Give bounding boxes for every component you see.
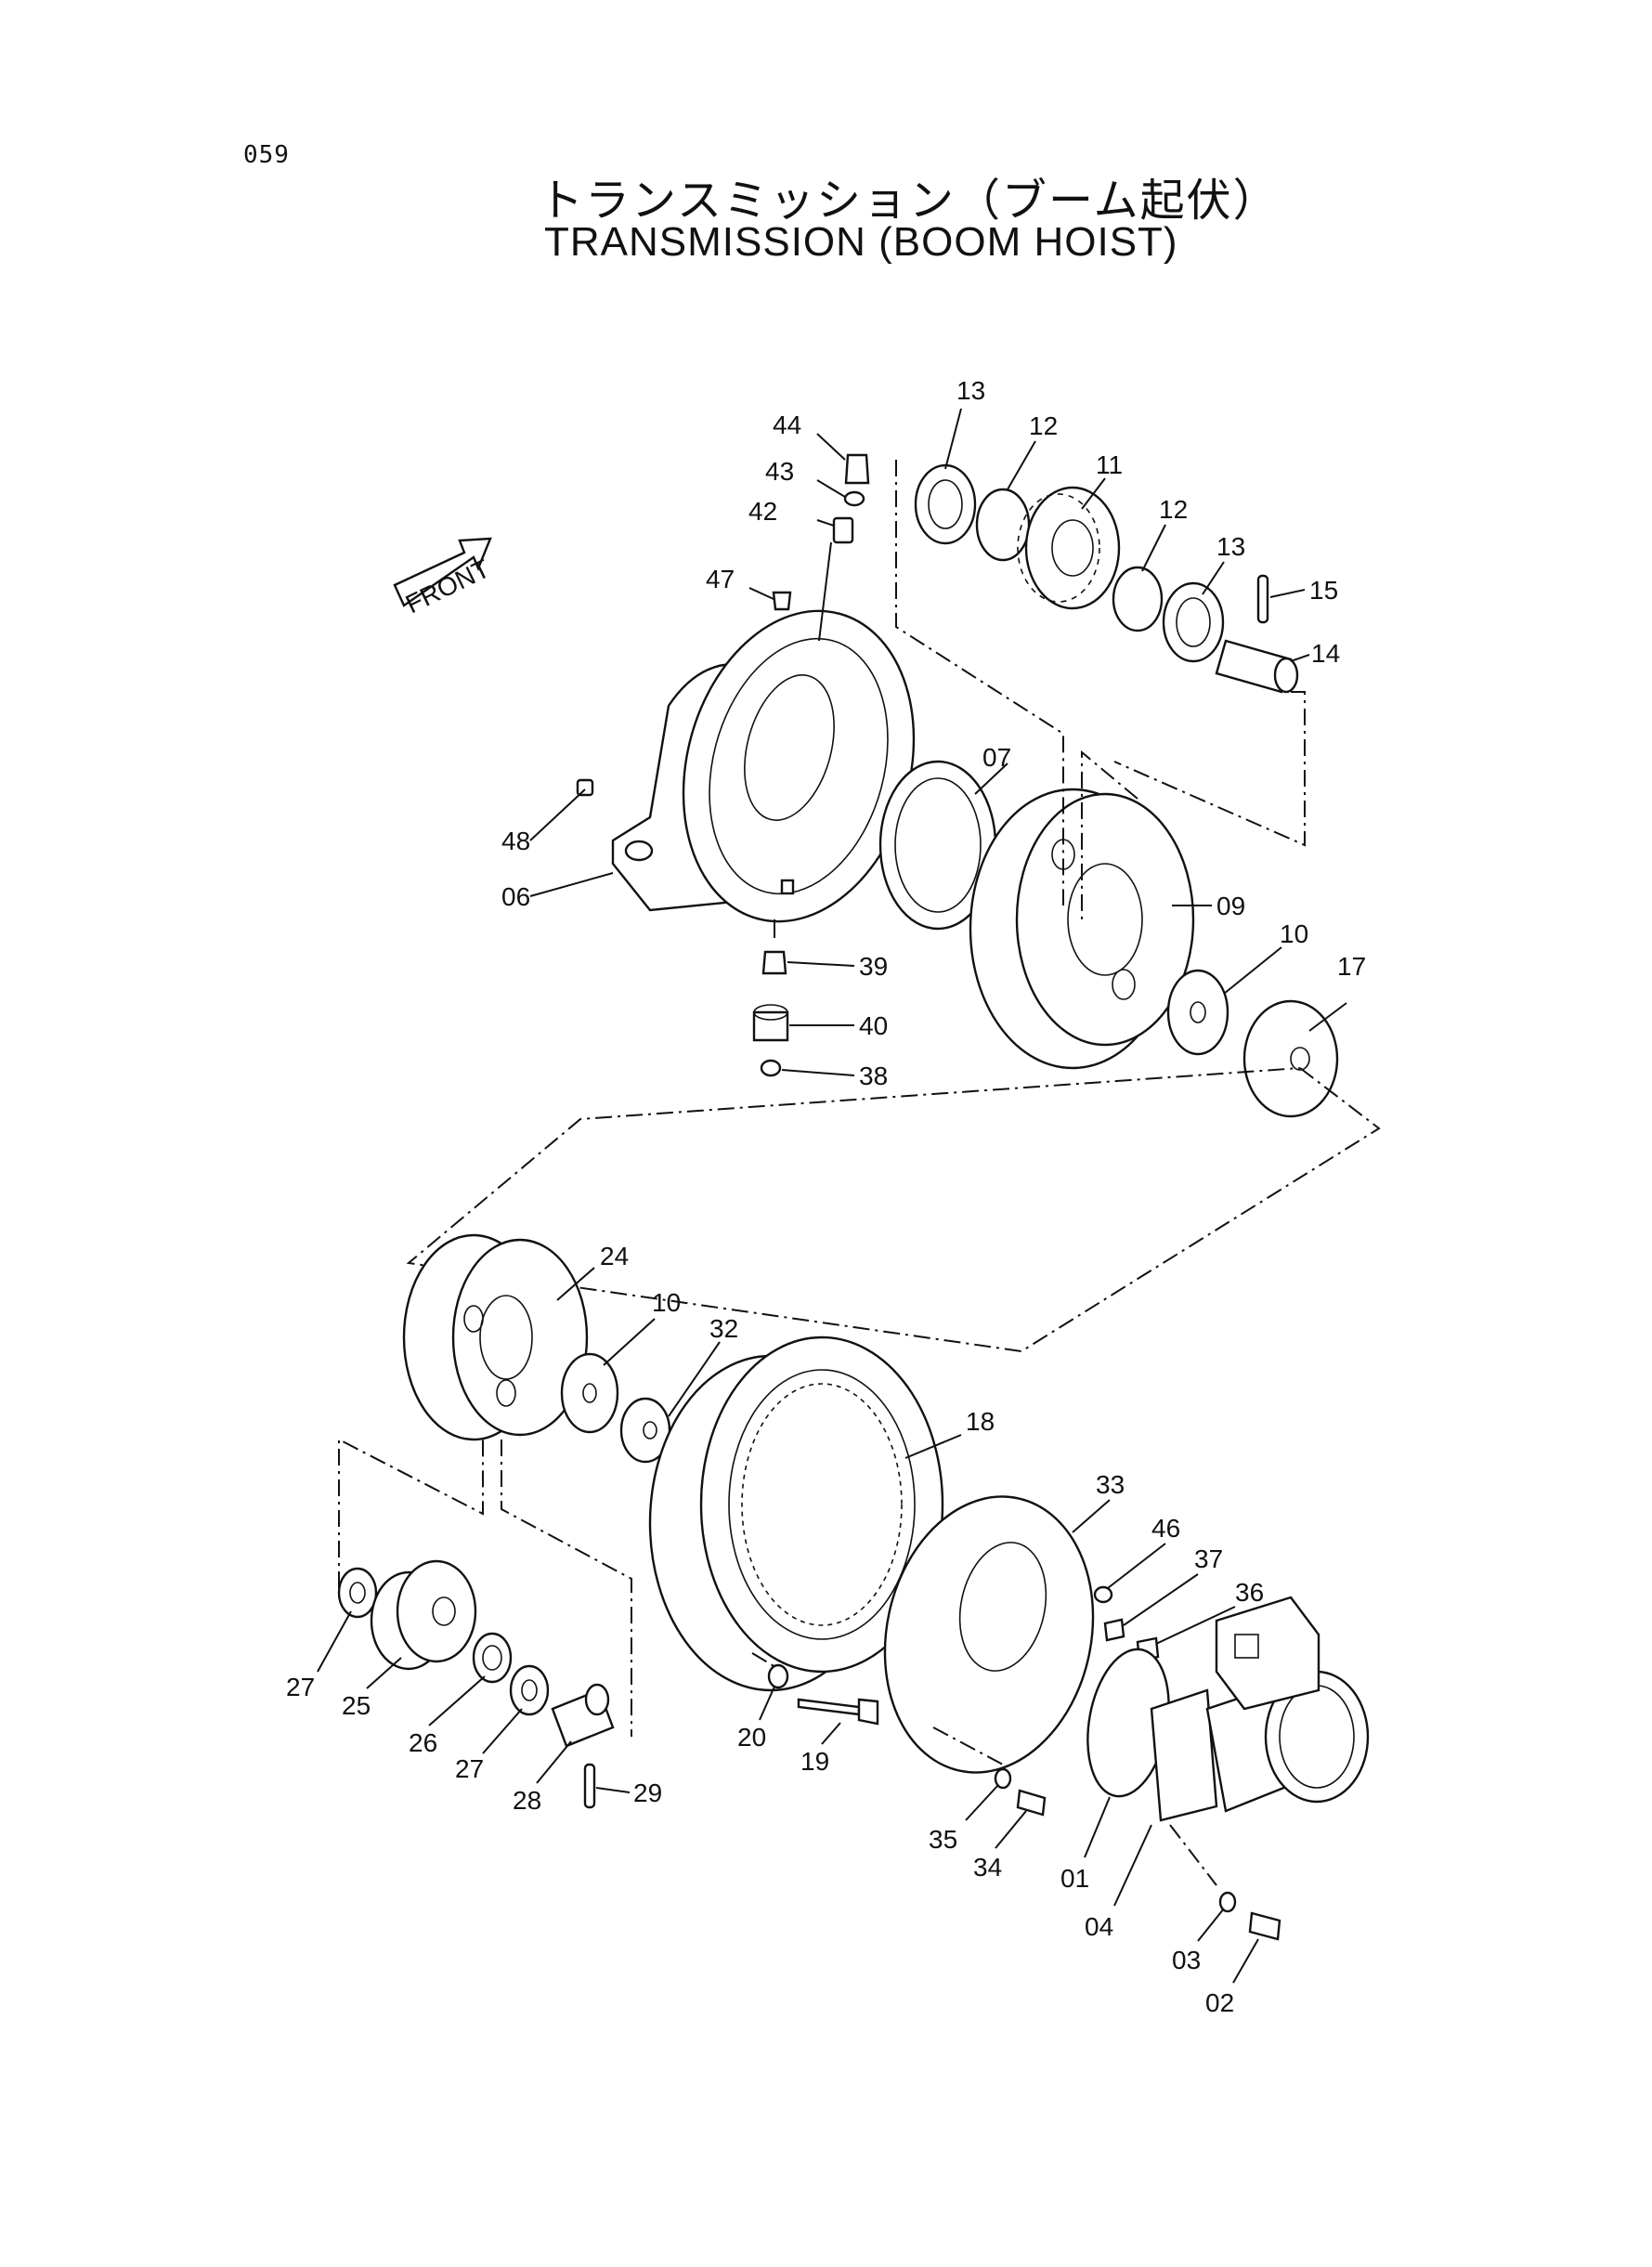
callout-38: 38 xyxy=(859,1062,888,1090)
callout-29: 29 xyxy=(633,1778,662,1807)
callout-02: 02 xyxy=(1205,1988,1234,2017)
callout-32: 32 xyxy=(709,1314,738,1343)
washer-27a xyxy=(337,1567,378,1619)
plug-47 xyxy=(772,591,792,611)
callout-11: 11 xyxy=(1096,450,1123,479)
callout-39: 39 xyxy=(859,952,888,981)
upper-leader-lines xyxy=(406,408,1381,1353)
lower-leader-lines xyxy=(317,1267,1259,1984)
sun-gear-17 xyxy=(1242,999,1339,1118)
carrier-09 xyxy=(969,788,1195,1070)
planet-gear-25 xyxy=(370,1559,477,1671)
callout-18: 18 xyxy=(966,1407,995,1436)
callout-44: 44 xyxy=(773,410,801,439)
seal-43 xyxy=(843,490,865,507)
gear-11 xyxy=(1017,486,1121,610)
callout-12a: 12 xyxy=(1029,411,1058,440)
plug-39 xyxy=(761,950,787,975)
housing-06 xyxy=(611,609,916,923)
callout-09: 09 xyxy=(1216,892,1245,920)
callout-03: 03 xyxy=(1172,1946,1201,1974)
washer-03 xyxy=(1218,1891,1237,1913)
plug-37 xyxy=(1103,1618,1125,1642)
pin-15 xyxy=(1256,574,1269,624)
callout-13b: 13 xyxy=(1216,532,1245,561)
callout-26: 26 xyxy=(409,1728,437,1757)
callout-34: 34 xyxy=(973,1853,1002,1882)
cover-33 xyxy=(883,1495,1095,1774)
callout-46: 46 xyxy=(1151,1514,1180,1543)
page-title-japanese: トランスミッション（ブーム起伏） xyxy=(539,175,1280,227)
ring-gear-18 xyxy=(648,1335,944,1692)
breather-44 xyxy=(844,453,870,485)
callout-06: 06 xyxy=(501,882,530,911)
callout-24: 24 xyxy=(600,1242,629,1270)
plug-38 xyxy=(760,1059,782,1077)
callout-19: 19 xyxy=(800,1747,829,1776)
carrier-24 xyxy=(402,1233,589,1441)
callout-12b: 12 xyxy=(1159,495,1188,524)
washer-20 xyxy=(767,1663,789,1689)
bolt-34 xyxy=(1016,1789,1047,1817)
callout-35: 35 xyxy=(929,1825,957,1854)
callout-36: 36 xyxy=(1235,1578,1264,1607)
callout-27a: 27 xyxy=(286,1673,315,1701)
pin-29 xyxy=(583,1763,596,1809)
bolt-19 xyxy=(797,1698,879,1726)
callout-40: 40 xyxy=(859,1011,888,1040)
washer-27b xyxy=(509,1664,550,1716)
callout-42: 42 xyxy=(748,497,777,526)
callout-07: 07 xyxy=(982,743,1011,772)
fitting-42 xyxy=(832,516,854,544)
callout-25: 25 xyxy=(342,1691,371,1720)
plug-46 xyxy=(1093,1585,1113,1604)
thrust-washer-10a xyxy=(1166,969,1229,1056)
callout-17: 17 xyxy=(1337,952,1366,981)
callout-15: 15 xyxy=(1309,576,1338,605)
callout-14: 14 xyxy=(1311,639,1340,668)
callout-27b: 27 xyxy=(455,1754,484,1783)
callout-47: 47 xyxy=(706,565,735,593)
page-title-english: TRANSMISSION (BOOM HOIST) xyxy=(544,219,1178,265)
hydraulic-motor-04 xyxy=(1150,1596,1370,1822)
plug-48 xyxy=(576,778,594,797)
shaft-14 xyxy=(1215,639,1299,694)
washer-35 xyxy=(994,1767,1012,1790)
bearing-13a xyxy=(914,463,977,545)
callout-10b: 10 xyxy=(652,1288,681,1317)
shaft-28 xyxy=(551,1683,615,1748)
callout-13a: 13 xyxy=(956,376,985,405)
callout-10a: 10 xyxy=(1280,919,1308,948)
thrust-washer-10b xyxy=(560,1352,619,1434)
bolt-02 xyxy=(1248,1911,1281,1941)
needle-bearing-26 xyxy=(472,1632,513,1684)
bracket-40 xyxy=(752,1004,789,1042)
callout-04: 04 xyxy=(1085,1912,1113,1941)
callout-43: 43 xyxy=(765,457,794,486)
page-number: 059 xyxy=(243,141,290,169)
callout-33: 33 xyxy=(1096,1470,1125,1499)
callout-20: 20 xyxy=(737,1723,766,1752)
callout-37: 37 xyxy=(1194,1544,1223,1573)
front-arrow: FRONT xyxy=(393,537,494,619)
callout-labels: 44 43 42 47 48 06 13 12 11 12 13 15 14 0… xyxy=(286,376,1366,2017)
snap-ring-12b xyxy=(1112,566,1164,632)
callout-48: 48 xyxy=(501,827,530,855)
bearing-13b xyxy=(1162,581,1225,663)
callout-01: 01 xyxy=(1060,1864,1089,1893)
callout-28: 28 xyxy=(513,1786,541,1815)
